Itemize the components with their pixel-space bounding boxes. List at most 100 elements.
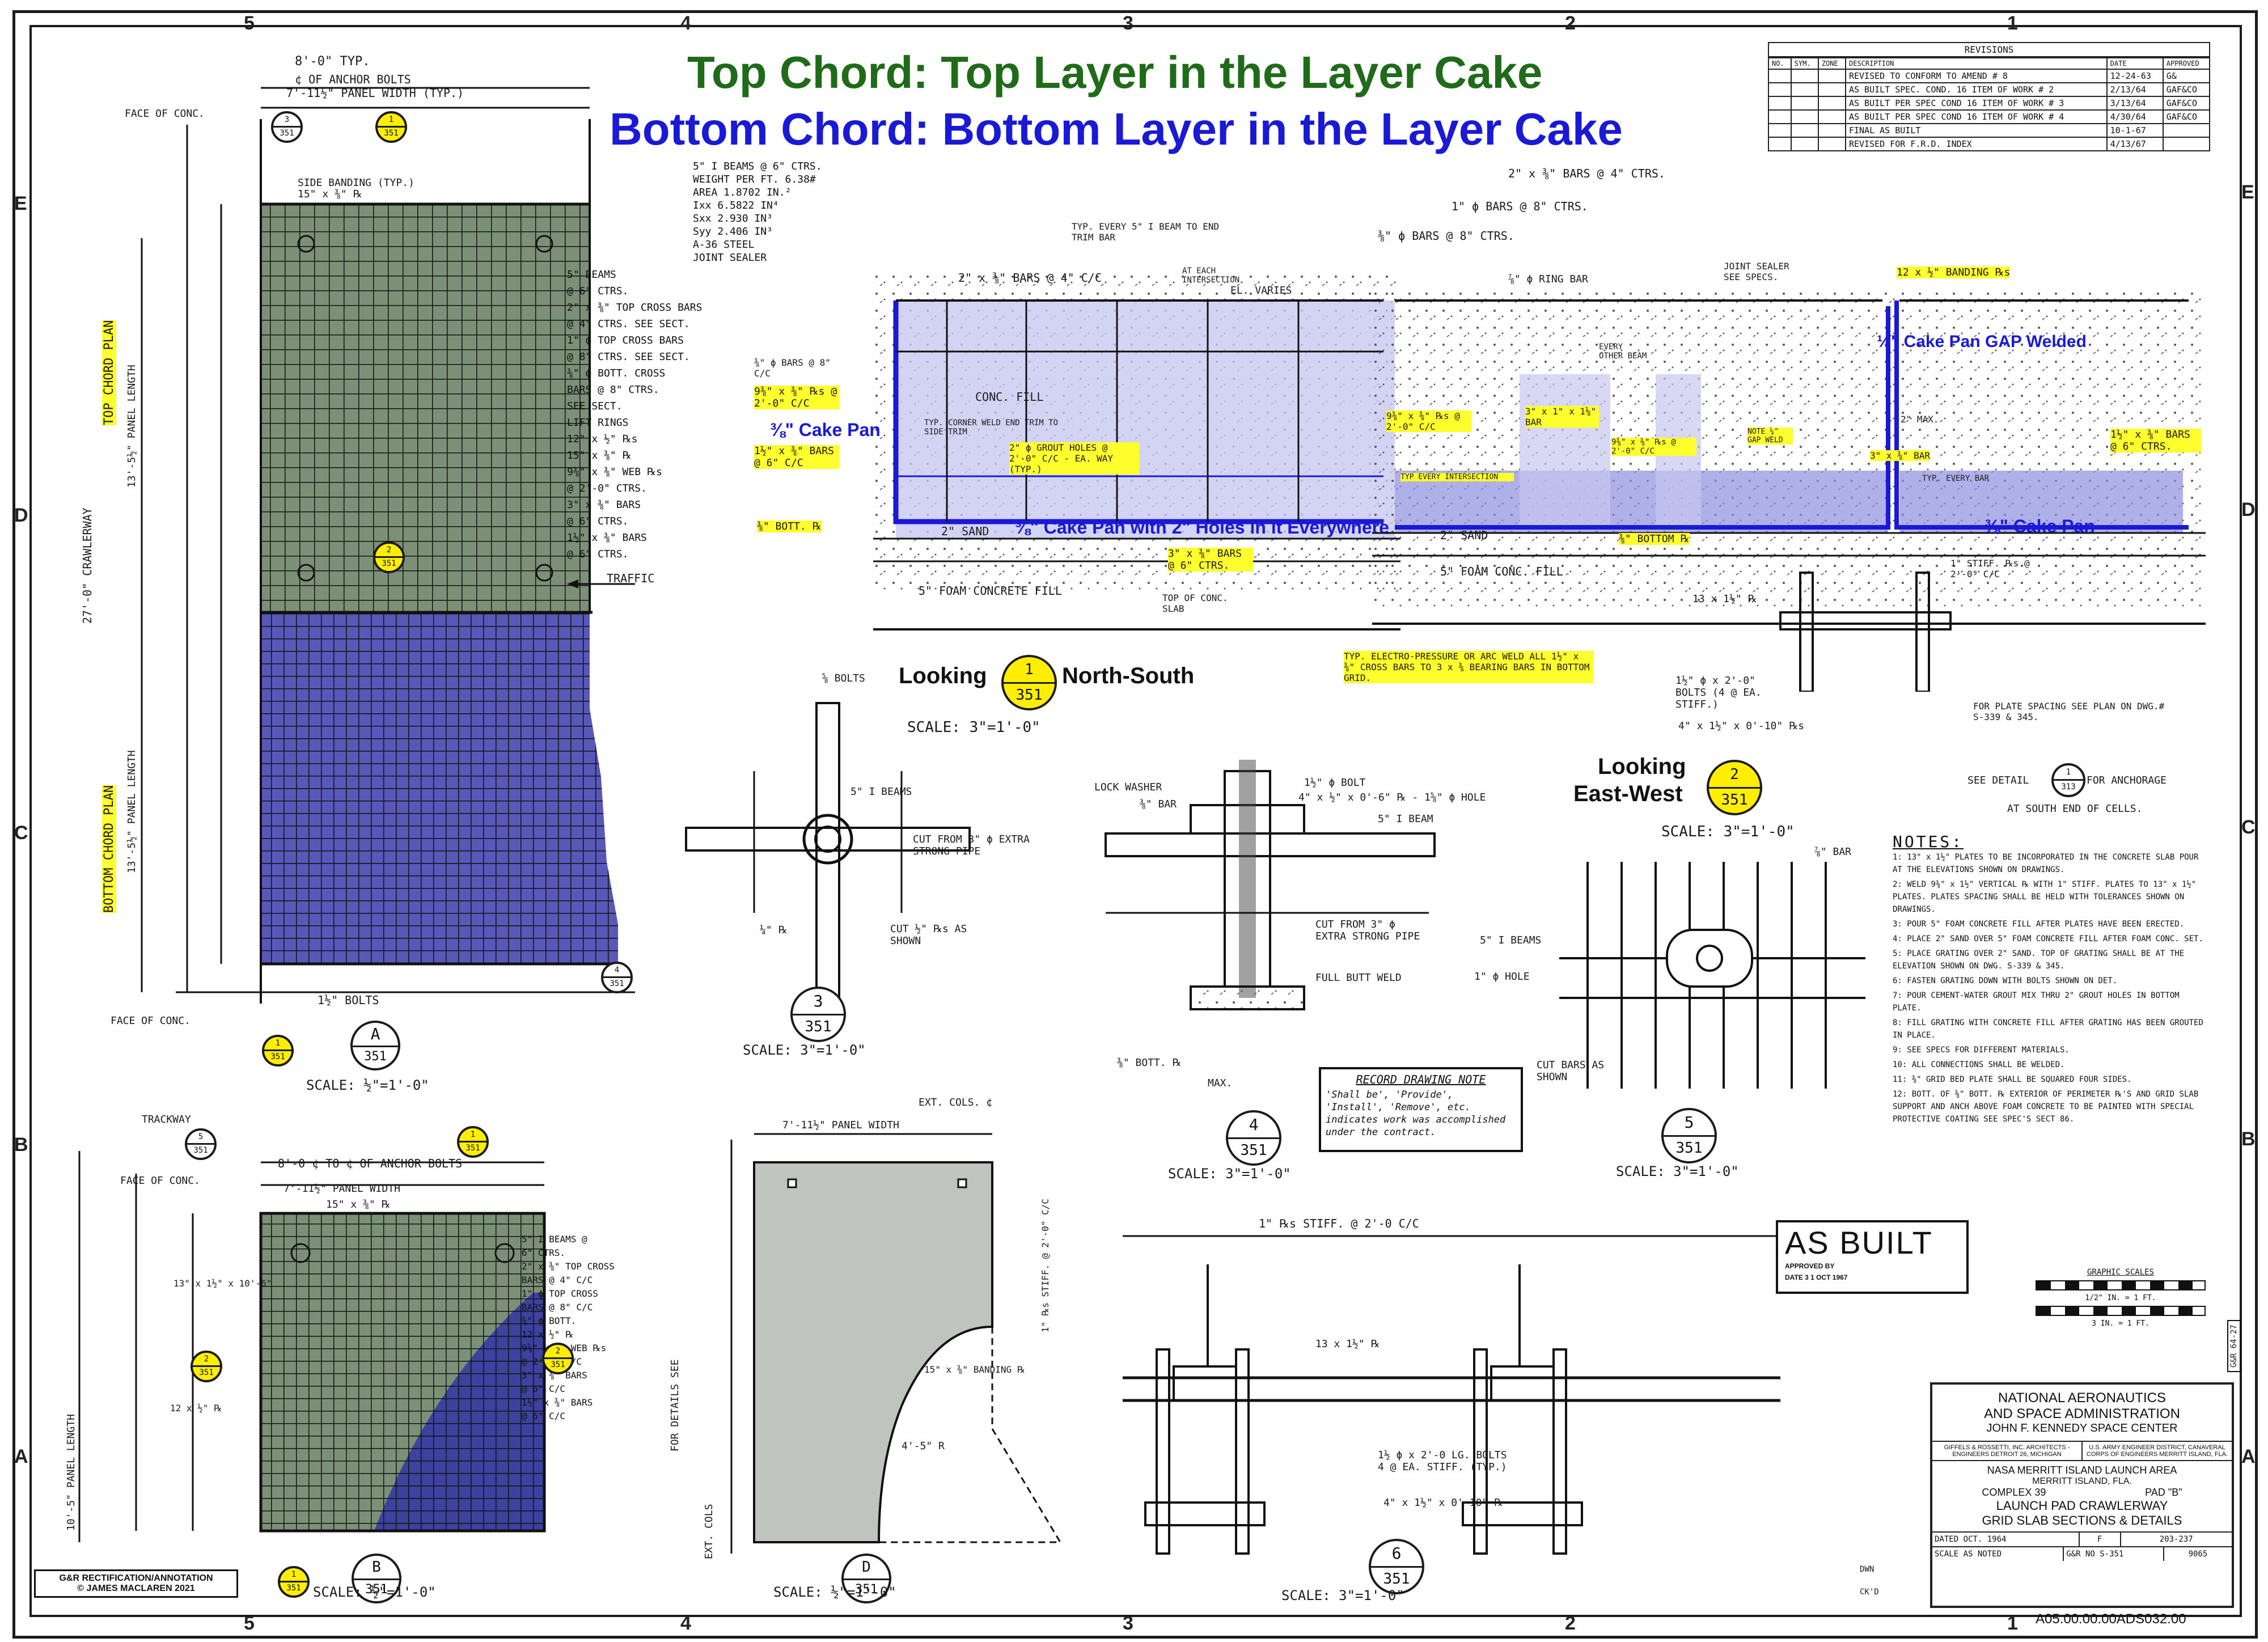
plan-d-stiff: 1" ℞s STIFF. @ 2'-0" C/C xyxy=(1040,1199,1051,1332)
section-2-foam: 5" FOAM CONC. FILL xyxy=(1440,565,1563,578)
section-2-cake-pan-right xyxy=(1894,301,2189,530)
section-1-looking: Looking xyxy=(899,663,987,688)
beam-property: Syy 2.406 IN³ xyxy=(693,226,773,238)
as-built-text: AS BUILT xyxy=(1785,1225,1933,1260)
section-2-stiff: 1" STIFF. ℞s @ 2'-0" C/C xyxy=(1950,558,2030,579)
zone-left-c: C xyxy=(14,822,28,844)
plan-a-bottom-chord-label: BOTTOM CHORD PLAN xyxy=(102,785,116,913)
revisions-cell xyxy=(1790,137,1819,151)
plan-b-note: @ 6" C/C xyxy=(522,1383,566,1394)
plan-a-note: @ 2'-0" CTRS. xyxy=(567,483,647,494)
graphic-scale-2: 3 IN. = 1 FT. xyxy=(2092,1319,2149,1328)
revisions-cell xyxy=(1817,96,1846,111)
section-2-see-detail: SEE DETAIL xyxy=(1967,775,2029,786)
revisions-cell xyxy=(1768,137,1792,151)
detail-5-beams: 5" I BEAMS xyxy=(1480,934,1542,946)
section-2-for-anchorage: FOR ANCHORAGE xyxy=(2087,775,2167,786)
revisions-cell xyxy=(2162,137,2211,151)
zone-bottom-4: 4 xyxy=(680,1613,691,1634)
revisions-row: AS BUILT SPEC. COND. 16 ITEM OF WORK # 2… xyxy=(1768,82,2211,97)
revisions-cell xyxy=(1817,123,1846,138)
plan-a-traffic: TRAFFIC xyxy=(607,572,655,585)
plan-a-note: LIFT RINGS xyxy=(567,417,629,429)
title-block: NATIONAL AERONAUTICS AND SPACE ADMINISTR… xyxy=(1930,1382,2234,1608)
revisions-cell: G& xyxy=(2162,69,2211,83)
zone-top-3: 3 xyxy=(1123,12,1133,34)
plan-a-note: ⅜" ϕ BOTT. CROSS xyxy=(567,367,666,379)
zone-right-d: D xyxy=(2241,499,2256,520)
revisions-cell xyxy=(1817,137,1846,151)
detail-4-bubble: 4 351 xyxy=(1226,1110,1281,1166)
plan-d-for-details: FOR DETAILS SEE xyxy=(669,1359,681,1451)
section-2-hl-a: 9⅜" x ⅜" ℞s @ 2'-0" C/C xyxy=(1386,410,1471,432)
revisions-cell: 3/13/64 xyxy=(2106,96,2164,111)
section-2-gap-welded: ½" Cake Pan GAP Welded xyxy=(1877,332,2087,351)
zone-right-e: E xyxy=(2241,181,2254,203)
section-1-foam: 5" FOAM CONCRETE FILL xyxy=(919,584,1062,598)
tb-center: JOHN F. KENNEDY SPACE CENTER xyxy=(1986,1422,2178,1434)
section-2-hl-f: 1½" x ⅜" BARS @ 6" CTRS. xyxy=(2110,429,2201,452)
plan-b-panel-width: 7'-11½" PANEL WIDTH xyxy=(284,1183,400,1195)
plan-d-panel-width: 7'-11½" PANEL WIDTH xyxy=(782,1119,899,1131)
beam-property: WEIGHT PER FT. 6.38# xyxy=(693,173,816,185)
section-1-grout-holes: 2" ϕ GROUT HOLES @ 2'-0" C/C - EA. WAY (… xyxy=(1009,442,1140,475)
plan-a-face-conc: FACE OF CONC. xyxy=(125,108,205,120)
section-2-sand: 2" SAND xyxy=(1440,528,1488,542)
tb-size: F xyxy=(2080,1533,2121,1546)
plan-b-note: BARS @ 8" C/C xyxy=(522,1302,593,1313)
plan-a-note: @ 6" CTRS. xyxy=(567,285,629,297)
plan-a-note: 9⅜" x ⅜" WEB ℞s xyxy=(567,466,662,478)
note-item: 3: POUR 5" FOAM CONCRETE FILL AFTER PLAT… xyxy=(1893,920,2185,929)
plan-b-plate: 15" x ⅜" ℞ xyxy=(326,1199,391,1211)
detail-5-hole: 1" ϕ HOLE xyxy=(1474,971,1530,983)
detail-6-scale: SCALE: 3"=1'-0" xyxy=(1281,1588,1404,1603)
revisions-cell xyxy=(1768,82,1792,97)
section-2-graphic xyxy=(1372,289,2206,692)
plan-a-dim-top: 8'-0" TYP. xyxy=(295,54,370,69)
graphic-scales: GRAPHIC SCALES 1/2" IN. = 1 FT. 3 IN. = … xyxy=(2036,1268,2206,1328)
section-1-el-varies: EL. VARIES xyxy=(1230,285,1292,297)
zone-bottom-3: 3 xyxy=(1123,1613,1133,1634)
detail-4-scale: SCALE: 3"=1'-0" xyxy=(1168,1166,1291,1182)
revisions-cell: REVISED FOR F.R.D. INDEX xyxy=(1844,137,2108,151)
plan-d-radius: 4'-5" R xyxy=(902,1440,945,1452)
plan-d-banding: 15" x ⅜" BANDING ℞ xyxy=(924,1364,1026,1375)
revisions-cell xyxy=(1768,109,1792,124)
plan-b-note: BARS @ 4" C/C xyxy=(522,1275,593,1285)
zone-top-1: 1 xyxy=(2007,12,2018,34)
tb-file-no: 203-237 xyxy=(2159,1535,2193,1544)
beam-property: Ixx 6.5822 IN⁴ xyxy=(693,200,779,211)
tb-dated: DATED OCT. 1964 xyxy=(1932,1533,2080,1546)
detail-6-plate2: 4" x 1½" x 0'-10" ℞ xyxy=(1383,1497,1504,1509)
revisions-row: AS BUILT PER SPEC COND 16 ITEM OF WORK #… xyxy=(1768,96,2211,111)
drawing-border-inner xyxy=(29,25,2242,1617)
plan-a-crawlerway: 27'-0" CRAWLERWAY xyxy=(81,507,94,624)
section-2-joint-sealer: JOINT SEALER SEE SPECS. xyxy=(1724,261,1789,282)
note-item: 8: FILL GRATING WITH CONCRETE FILL AFTER… xyxy=(1893,1018,2203,1040)
detail-5-bubble: 5 351 xyxy=(1661,1108,1717,1163)
notes-block: NOTES: 1: 13" x 1½" PLATES TO BE INCORPO… xyxy=(1893,832,2210,1128)
plan-b-note: @ 6" C/C xyxy=(522,1411,566,1421)
section-2-hl-d: TYP EVERY INTERSECTION xyxy=(1400,473,1514,481)
section-2-hl-c: 9⅜" x ⅜" ℞s @ 2'-0" C/C xyxy=(1611,438,1696,456)
detail-6-graphic xyxy=(1123,1235,1780,1555)
tb-dwn: DWN xyxy=(1860,1565,1875,1574)
section-2-plate-spacing: FOR PLATE SPACING SEE PLAN ON DWG.# S-33… xyxy=(1973,701,2165,722)
detail-4-beam: 5" I BEAM xyxy=(1378,813,1433,825)
revisions-column-header: DESCRIPTION xyxy=(1844,57,2108,70)
plan-b-plate2: 12 x ½" ℞ xyxy=(170,1403,222,1414)
section-1-cake-pan xyxy=(893,301,1383,524)
revisions-cell: 2/13/64 xyxy=(2106,82,2164,97)
section-1-sand: 2" SAND xyxy=(941,524,989,538)
plan-a-note: @ 4" CTRS. SEE SECT. xyxy=(567,318,690,330)
detail-6-plate: 13 x 1½" ℞ xyxy=(1315,1338,1380,1350)
plan-b-note: 1½" x ⅜" BARS xyxy=(522,1397,593,1408)
zone-bottom-1: 1 xyxy=(2007,1613,2018,1634)
plan-a-note: BARS @ 8" CTRS. xyxy=(567,384,659,396)
revisions-cell xyxy=(1790,109,1819,124)
revisions-cell: GAF&CO xyxy=(2162,96,2211,111)
